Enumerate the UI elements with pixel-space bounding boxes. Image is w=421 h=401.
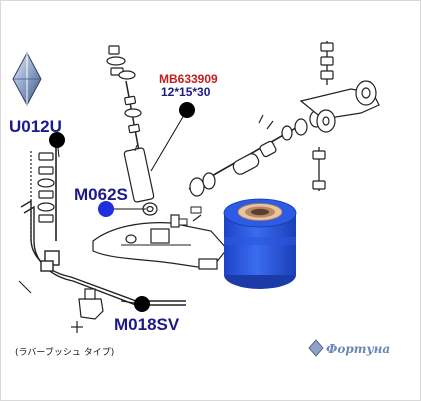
marker-mb633909-icon	[179, 102, 195, 118]
upper-arm	[258, 41, 380, 191]
fasteners	[178, 206, 202, 226]
leader-lines	[56, 109, 188, 305]
brand-name: Фортуна	[326, 342, 391, 356]
code-m062s-label: M062S	[74, 185, 128, 204]
code-m018sv-label: M018SV	[114, 315, 180, 334]
rhombus-logo-icon	[12, 51, 42, 107]
dimensions-label: 12*15*30	[161, 85, 211, 99]
stabilizer-bracket	[71, 288, 104, 333]
stabilizer-link-parts	[30, 137, 57, 241]
marker-m062s-icon	[98, 201, 114, 217]
torsion-bar-assembly	[188, 110, 323, 197]
marker-m018sv-icon	[134, 296, 150, 312]
part-number-label: MB633909	[159, 72, 218, 86]
stabilizer-bar	[18, 199, 186, 306]
marker-u012u-icon	[49, 132, 65, 148]
rubber-bushing-type-note: (ラバーブッシュ タイプ)	[15, 348, 115, 358]
polyurethane-bushing	[223, 198, 297, 289]
shock-absorber	[106, 45, 158, 216]
brand-mark-icon	[308, 339, 324, 357]
code-u012u-label: U012U	[9, 117, 62, 136]
